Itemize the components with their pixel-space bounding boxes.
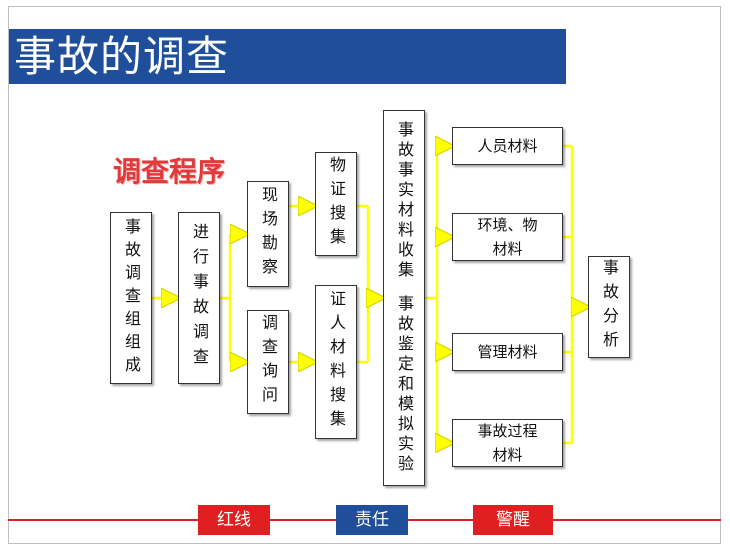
- node-management-label: 管理材料: [477, 343, 538, 361]
- node-identification-label: 事故鉴定和模拟实验: [395, 295, 414, 475]
- node-process: 事故过程 材料: [452, 419, 563, 467]
- node-site-survey-label: 现场勘察: [259, 186, 278, 282]
- footer-tag-responsibility: 责任: [336, 505, 408, 535]
- node-conduct: 进行事故调查: [178, 212, 220, 384]
- title-bar: [9, 29, 566, 84]
- node-physical-evidence: 物证搜集: [315, 152, 357, 256]
- node-environment: 环境、物 材料: [452, 213, 563, 261]
- node-personnel-label: 人员材料: [477, 137, 538, 155]
- node-personnel: 人员材料: [452, 127, 563, 165]
- node-inquiry: 调查询问: [247, 310, 289, 414]
- section-subtitle: 调查程序: [113, 155, 226, 188]
- page-title: 事故的调查: [14, 32, 230, 81]
- footer-tag-red-line: 红线: [198, 505, 270, 535]
- node-composition-label: 事故调查组组成: [122, 217, 141, 379]
- slide-frame: [8, 6, 721, 544]
- node-composition: 事故调查组组成: [110, 212, 152, 384]
- footer-tag-alert: 警醒: [473, 505, 553, 535]
- node-witness-material-label: 证人材料搜集: [327, 290, 346, 434]
- node-witness-material: 证人材料搜集: [315, 285, 357, 439]
- node-inquiry-label: 调查询问: [259, 314, 278, 410]
- node-process-label: 事故过程 材料: [477, 422, 538, 464]
- node-physical-evidence-label: 物证搜集: [327, 156, 346, 252]
- node-analysis: 事故分析: [588, 256, 630, 358]
- node-analysis-label: 事故分析: [600, 259, 619, 355]
- node-site-survey: 现场勘察: [247, 181, 289, 287]
- node-facts-collection: 事故事实材料收集 事故鉴定和模拟实验: [383, 110, 425, 486]
- node-conduct-label: 进行事故调查: [190, 223, 209, 373]
- node-facts-collection-label: 事故事实材料收集: [395, 121, 414, 281]
- node-facts-collection-content: 事故事实材料收集 事故鉴定和模拟实验: [395, 121, 414, 475]
- node-environment-label: 环境、物 材料: [477, 216, 538, 258]
- node-management: 管理材料: [452, 333, 563, 371]
